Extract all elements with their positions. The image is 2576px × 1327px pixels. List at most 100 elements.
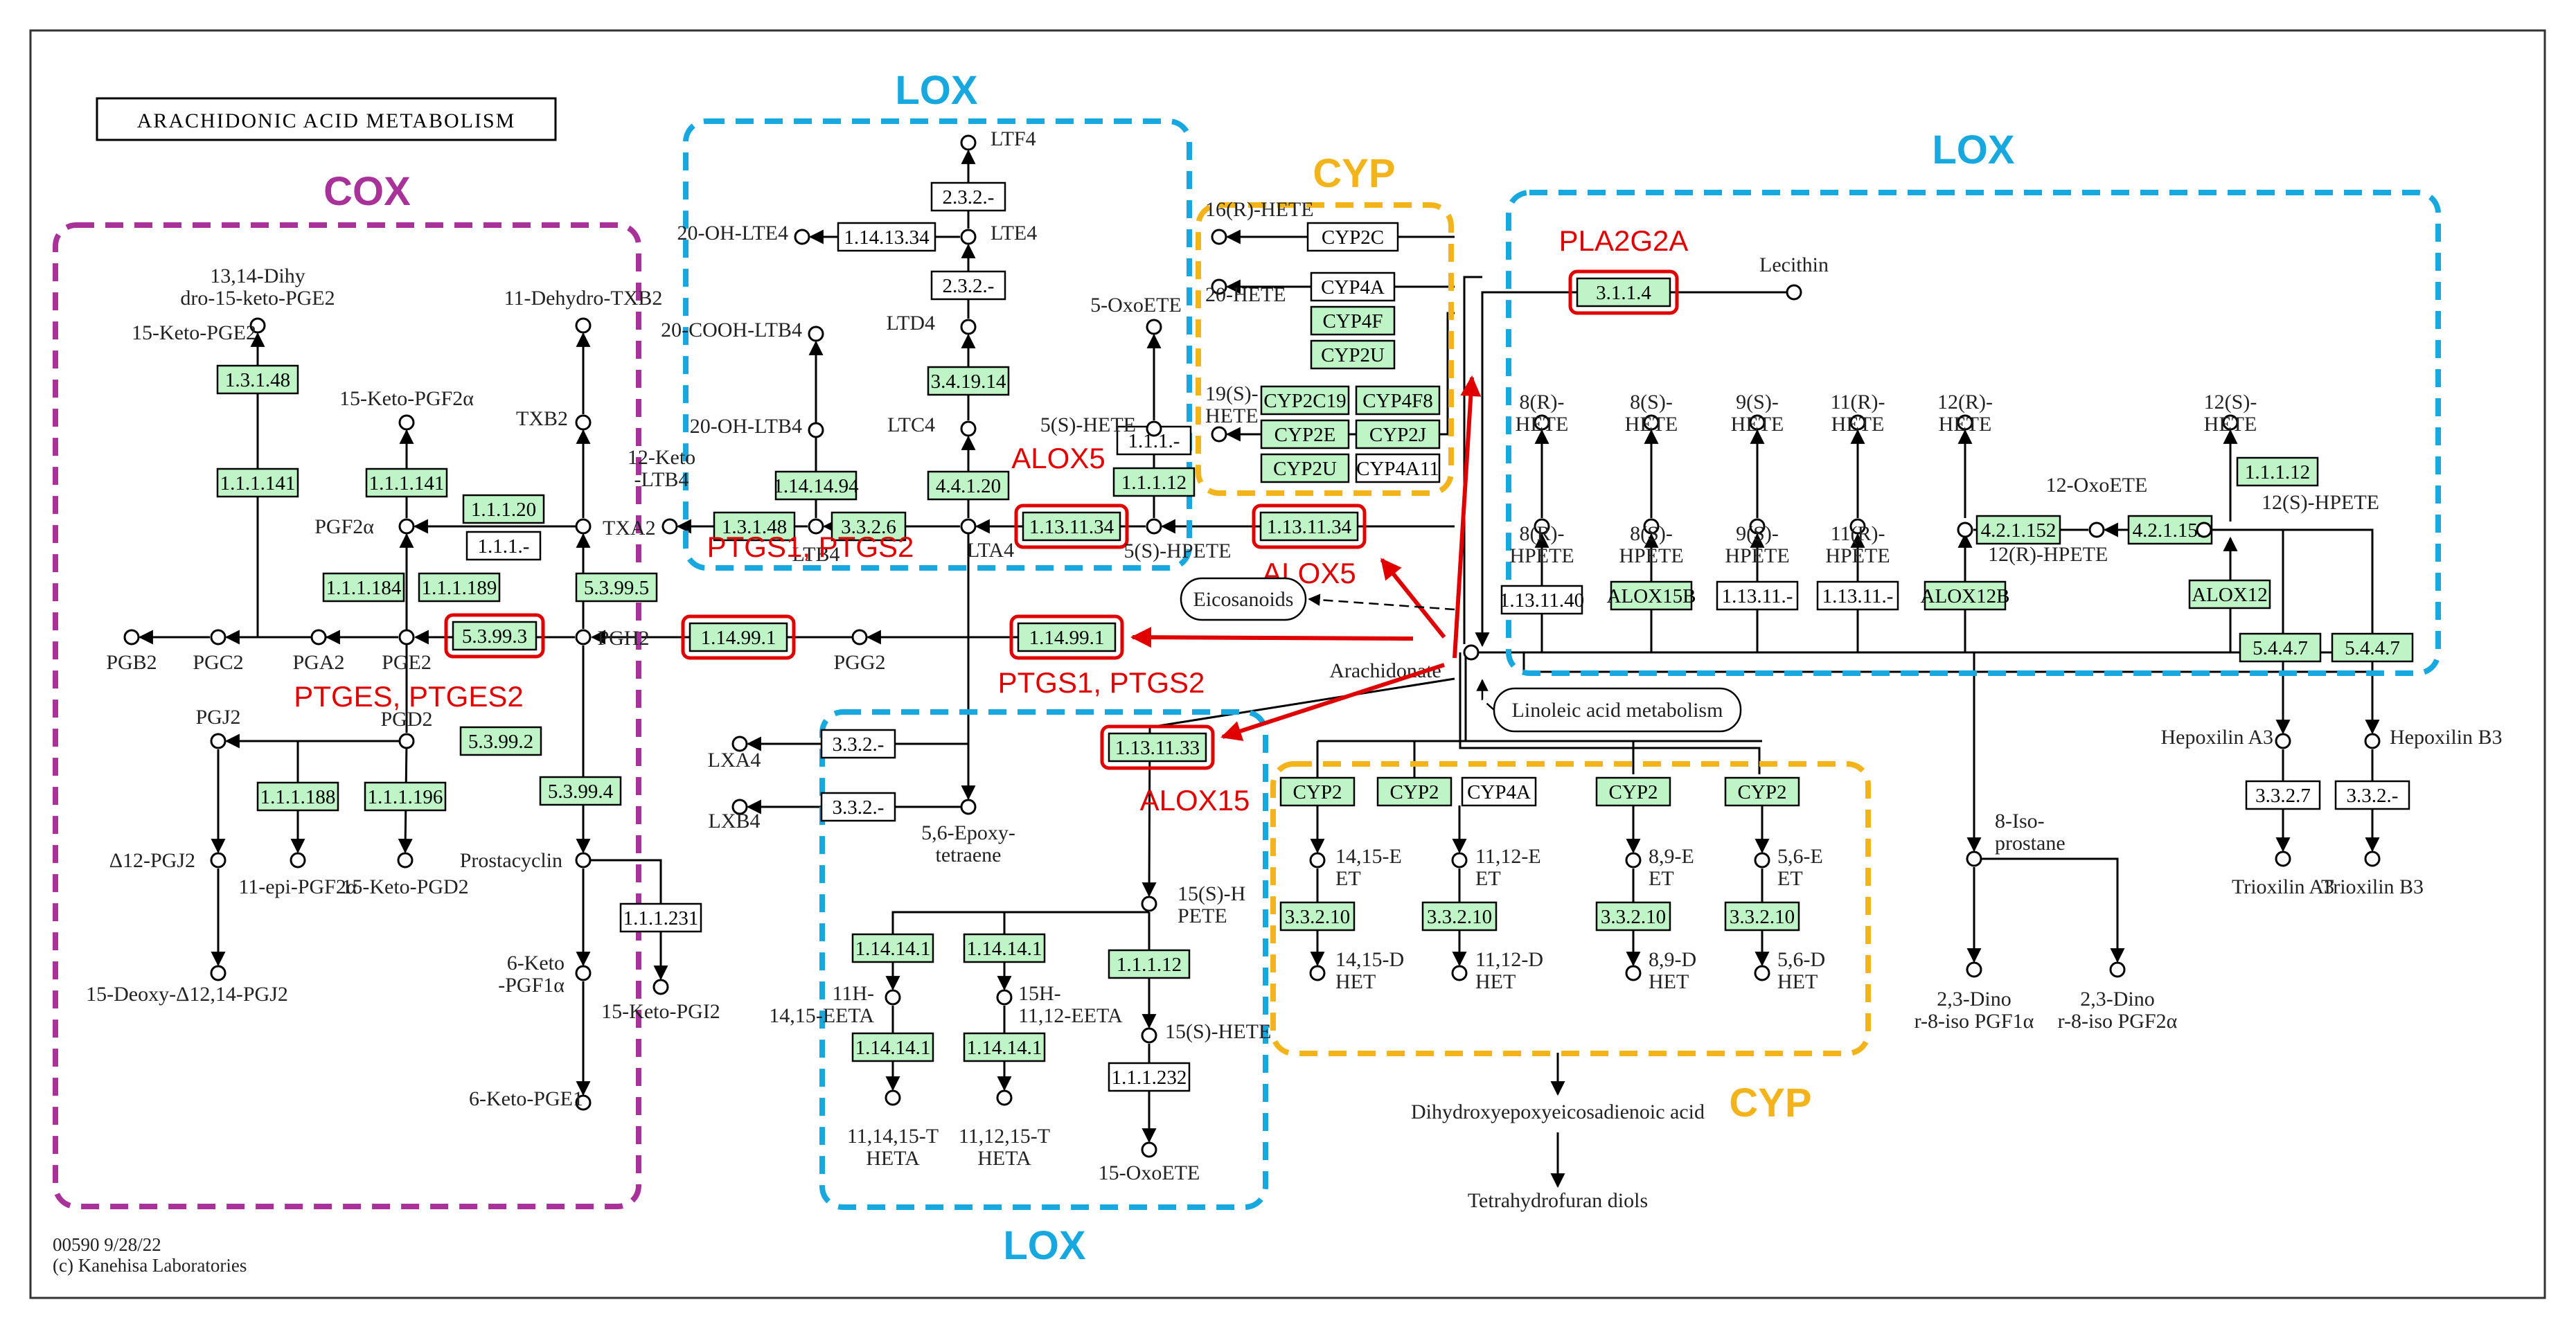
compound-cooh[interactable]: 20-COOH-LTB4: [661, 319, 824, 342]
enzyme-cyp2c19-30[interactable]: CYP2C19: [1260, 385, 1350, 416]
enzyme-cyp4a-27[interactable]: CYP4A: [1310, 271, 1396, 302]
compound-dtxb2[interactable]: 11-Dehydro-TXB2: [504, 287, 663, 334]
compound-triob[interactable]: Trioxilin B3: [2321, 850, 2424, 898]
compound-ohltb4[interactable]: 20-OH-LTB4: [690, 415, 824, 438]
compound-lecithin[interactable]: Lecithin: [1759, 253, 1829, 301]
enzyme-1-1-1-141-2[interactable]: 1.1.1.141: [365, 467, 448, 498]
compound-txa2[interactable]: TXA2: [575, 517, 656, 540]
compound-hete12r[interactable]: 12(R)-HETE: [1937, 391, 1993, 436]
compound-hete11r[interactable]: 11(R)-HETE: [1831, 391, 1885, 436]
enzyme-5-4-4-7-57[interactable]: 5.4.4.7: [2239, 632, 2322, 663]
enzyme-1-1-1-12-25[interactable]: 1.1.1.12: [1112, 467, 1196, 497]
enzyme-cyp2j-33[interactable]: CYP2J: [1355, 419, 1441, 449]
enzyme-1-1-1-189-6[interactable]: 1.1.1.189: [418, 572, 501, 603]
compound-ltc4[interactable]: LTC4: [887, 413, 977, 437]
enzyme-1-13-11-40-48[interactable]: 1.13.11.40: [1500, 585, 1584, 615]
compound-hpete11r[interactable]: 11(R)-HPETE: [1825, 518, 1890, 567]
compound-heeta15[interactable]: 15H-11,12-EETA: [996, 982, 1123, 1027]
compound-kpgd2[interactable]: 15-Keto-PGD2: [341, 852, 469, 898]
compound-hete16[interactable]: 16(R)-HETE: [1205, 198, 1314, 245]
enzyme-1-1-1-141-1[interactable]: 1.1.1.141: [216, 467, 299, 498]
enzyme-1-14-99-1-37[interactable]: 1.14.99.1: [1009, 614, 1124, 660]
compound-pge2[interactable]: PGE2: [382, 629, 432, 674]
enzyme-cyp2u-29[interactable]: CYP2U: [1310, 339, 1396, 370]
enzyme-3-3-2-40[interactable]: 3.3.2.-: [820, 792, 896, 822]
enzyme-1-13-11-50[interactable]: 1.13.11.-: [1716, 580, 1799, 611]
enzyme-1-14-14-1-42[interactable]: 1.14.14.1: [963, 933, 1046, 963]
enzyme-5-3-99-2-10[interactable]: 5.3.99.2: [459, 726, 542, 756]
enzyme-cyp4f-28[interactable]: CYP4F: [1310, 305, 1396, 336]
compound-hete8r[interactable]: 8(R)-HETE: [1516, 391, 1569, 436]
compound-epoxy[interactable]: 5,6-Epoxy-tetraene: [921, 799, 1015, 866]
compound-ltb4[interactable]: LTB4: [792, 518, 840, 566]
enzyme-1-1-1-12-55[interactable]: 1.1.1.12: [2236, 456, 2319, 487]
enzyme-3-3-2-10-68[interactable]: 3.3.2.10: [1595, 901, 1671, 932]
compound-pgh2[interactable]: PGH2: [575, 627, 650, 650]
enzyme-1-14-14-1-41[interactable]: 1.14.14.1: [851, 933, 934, 963]
enzyme-3-1-1-4-47[interactable]: 3.1.1.4: [1568, 269, 1679, 315]
enzyme-3-3-2-7-59[interactable]: 3.3.2.7: [2245, 780, 2321, 810]
compound-pgb2[interactable]: PGB2: [106, 629, 157, 674]
compound-kpgf[interactable]: 15-Keto-PGF2α: [339, 387, 474, 431]
compound-pgc2[interactable]: PGC2: [193, 629, 244, 674]
enzyme-5-3-99-5-7[interactable]: 5.3.99.5: [575, 572, 658, 603]
enzyme-cyp4f8-31[interactable]: CYP4F8: [1355, 385, 1441, 416]
compound-hete5s[interactable]: 5(S)-HETE: [1040, 413, 1162, 437]
enzyme-3-3-2-10-67[interactable]: 3.3.2.10: [1421, 901, 1498, 932]
compound-hpete9s[interactable]: 9(S)-HPETE: [1725, 518, 1790, 567]
enzyme-cyp2-64[interactable]: CYP2: [1595, 776, 1671, 807]
compound-hete8s[interactable]: 8(S)-HETE: [1625, 391, 1678, 436]
compound-pgj2[interactable]: PGJ2: [195, 706, 241, 749]
compound-kpgf1a[interactable]: 6-Keto-PGF1α: [498, 952, 592, 997]
enzyme-1-1-1-184-5[interactable]: 1.1.1.184: [322, 572, 405, 603]
enzyme-cyp2c-26[interactable]: CYP2C: [1306, 222, 1399, 252]
enzyme-5-4-4-7-58[interactable]: 5.4.4.7: [2331, 632, 2414, 663]
compound-pgd2[interactable]: PGD2: [380, 708, 433, 749]
compound-hete12s[interactable]: 12(S)-HETE: [2204, 391, 2257, 436]
enzyme-5-3-99-4-11[interactable]: 5.3.99.4: [539, 776, 622, 806]
enzyme-alox12-56[interactable]: ALOX12: [2188, 579, 2271, 609]
compound-hete20[interactable]: 20-HETE: [1205, 278, 1286, 306]
enzyme-cyp2-62[interactable]: CYP2: [1376, 776, 1453, 807]
enzyme-3-4-19-14-18[interactable]: 3.4.19.14: [927, 366, 1010, 396]
enzyme-cyp4a11-35[interactable]: CYP4A11: [1355, 453, 1441, 483]
compound-kpgi2[interactable]: 15-Keto-PGI2: [601, 979, 720, 1023]
compound-hpete12r[interactable]: 12(R)-HPETE: [1957, 522, 2108, 566]
enzyme-1-3-1-48-0[interactable]: 1.3.1.48: [216, 364, 299, 395]
enzyme-1-1-1-20-3[interactable]: 1.1.1.20: [462, 494, 545, 524]
compound-ltf4[interactable]: LTF4: [960, 127, 1036, 151]
compound-hpete12s[interactable]: 12(S)-HPETE: [2196, 491, 2379, 538]
compound-lxb4[interactable]: LXB4: [709, 799, 761, 832]
enzyme-3-3-2-6-22[interactable]: 3.3.2.6: [830, 511, 907, 542]
enzyme-1-1-1-12-43[interactable]: 1.1.1.12: [1108, 949, 1191, 979]
compound-pgf2a[interactable]: PGF2α: [314, 515, 415, 538]
enzyme-1-13-11-34-23[interactable]: 1.13.11.34: [1014, 504, 1129, 549]
compound-hpete5s[interactable]: 5(S)-HPETE: [1124, 518, 1232, 562]
compound-thf[interactable]: Tetrahydrofuran diols: [1468, 1189, 1648, 1212]
enzyme-3-3-2-60[interactable]: 3.3.2.-: [2334, 780, 2410, 810]
enzyme-1-14-99-1-9[interactable]: 1.14.99.1: [681, 614, 796, 660]
enzyme-5-3-99-3-8[interactable]: 5.3.99.3: [444, 613, 545, 659]
map-link-eicosanoids[interactable]: Eicosanoids: [1180, 577, 1307, 621]
compound-pga2[interactable]: PGA2: [292, 629, 345, 674]
enzyme-2-3-2-15[interactable]: 2.3.2.-: [930, 181, 1006, 212]
enzyme-cyp2u-34[interactable]: CYP2U: [1260, 453, 1350, 483]
compound-hepa[interactable]: Hepoxilin A3: [2161, 726, 2291, 749]
compound-kpge2[interactable]: 15-Keto-PGE2: [132, 317, 266, 344]
compound-lxa4[interactable]: LXA4: [708, 736, 761, 772]
compound-hpete8s[interactable]: 8(S)-HPETE: [1619, 518, 1684, 567]
enzyme-alox15b-49[interactable]: ALOX15B: [1607, 580, 1696, 611]
compound-dhe[interactable]: Dihydroxyepoxyeicosadienoic acid: [1411, 1101, 1705, 1123]
enzyme-1-14-13-34-17[interactable]: 1.14.13.34: [837, 222, 936, 252]
compound-txb2[interactable]: TXB2: [516, 407, 592, 431]
compound-oxoete5[interactable]: 5-OxoETE: [1090, 294, 1182, 335]
enzyme-1-14-14-1-45[interactable]: 1.14.14.1: [963, 1032, 1046, 1062]
